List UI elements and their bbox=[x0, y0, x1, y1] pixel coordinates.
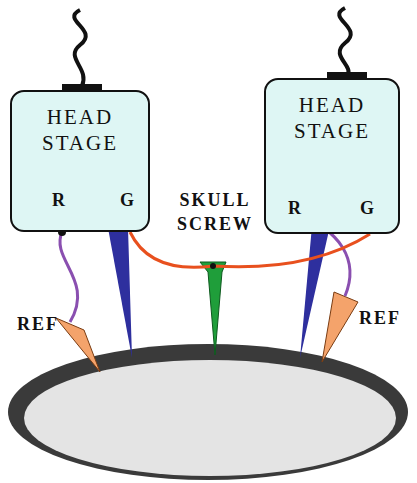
pin-dot bbox=[210, 263, 216, 269]
pin-name: G bbox=[120, 190, 134, 211]
ref-electrode bbox=[322, 292, 358, 362]
pin-name: G bbox=[360, 198, 374, 219]
ref-electrode bbox=[56, 318, 100, 372]
head-stage: HEAD STAGE R G bbox=[264, 78, 400, 234]
pin-name: R bbox=[52, 190, 65, 211]
ref-label: REF bbox=[350, 306, 410, 330]
electrode bbox=[108, 228, 132, 358]
skull-rim bbox=[8, 344, 408, 480]
cable bbox=[74, 10, 86, 86]
brain-surface bbox=[24, 360, 396, 476]
screw-label: SKULL SCREW bbox=[150, 188, 280, 236]
ref-label: REF bbox=[8, 312, 68, 336]
skull-screw bbox=[200, 262, 226, 355]
pin-name: R bbox=[288, 198, 301, 219]
box-title: HEAD STAGE bbox=[266, 92, 398, 144]
electrode bbox=[300, 226, 330, 358]
box-title: HEAD STAGE bbox=[12, 104, 148, 156]
ref-wire bbox=[60, 232, 78, 322]
head-stage: HEAD STAGE R G bbox=[10, 90, 150, 232]
ground-wire bbox=[130, 232, 370, 267]
cable bbox=[339, 8, 351, 76]
